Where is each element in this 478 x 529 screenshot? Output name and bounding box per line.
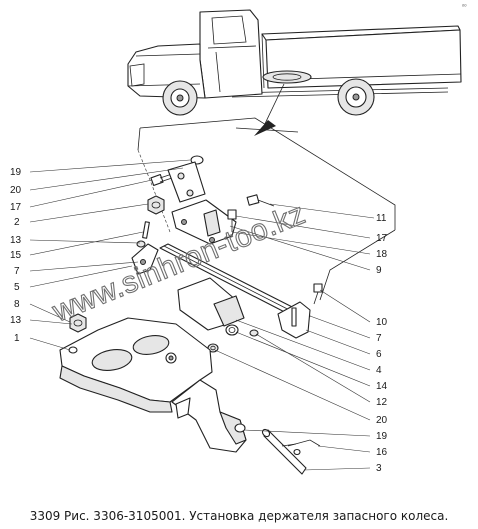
location-arrow-icon — [254, 120, 276, 136]
truck-illustration — [127, 9, 462, 136]
callout-15: 15 — [10, 250, 22, 261]
leader-lines — [29, 159, 375, 471]
corner-mark: ᵒᵒ — [462, 4, 467, 10]
callout-8: 8 — [14, 299, 20, 310]
callout-18: 18 — [376, 249, 388, 260]
cab-window — [211, 15, 247, 45]
callout-19-right: 19 — [376, 431, 388, 442]
callout-5: 5 — [14, 282, 20, 293]
carrier-bracket-1 — [59, 317, 247, 453]
bolt-10 — [313, 283, 323, 305]
location-pointer-line — [261, 83, 285, 131]
callout-20-left: 20 — [10, 185, 22, 196]
callouts-left: 19 20 17 2 13 15 7 5 8 13 1 — [10, 167, 22, 344]
callout-4: 4 — [376, 365, 382, 376]
cab — [199, 9, 263, 99]
nut-2 — [147, 195, 165, 215]
callout-11: 11 — [376, 213, 387, 224]
washer-19-lower — [293, 448, 301, 456]
washer-12 — [249, 329, 259, 337]
callout-19-left: 19 — [10, 167, 22, 178]
spare-wheel — [262, 70, 312, 84]
center-bracket-18 — [171, 199, 237, 245]
spare-wheel-holder-assembly — [59, 155, 323, 475]
callout-7-left: 7 — [14, 266, 20, 277]
bushing-14 — [225, 324, 239, 336]
lever-7-left — [131, 243, 159, 275]
washer-13-upper — [136, 240, 146, 248]
callout-7-right: 7 — [376, 333, 382, 344]
callout-10: 10 — [376, 317, 388, 328]
callout-6: 6 — [376, 349, 382, 360]
callout-2: 2 — [14, 217, 20, 228]
bolt-11 — [246, 194, 275, 207]
pin-15 — [142, 221, 150, 239]
cargo-body-side — [265, 29, 462, 89]
callout-16: 16 — [376, 447, 388, 458]
callout-9: 9 — [376, 265, 382, 276]
callout-17-left: 17 — [10, 202, 22, 213]
cotter-pin-16 — [287, 439, 321, 447]
callout-3: 3 — [376, 463, 382, 474]
callout-13-lower: 13 — [10, 315, 22, 326]
frame-section — [137, 117, 396, 301]
pin-7-right — [291, 307, 297, 327]
cutout-right — [132, 335, 170, 355]
callout-20-right: 20 — [376, 415, 388, 426]
callout-17-right: 17 — [376, 233, 388, 244]
callout-14: 14 — [376, 381, 388, 392]
nut-8 — [69, 313, 87, 333]
cutout-left — [91, 349, 133, 371]
figure-caption: 3309 Рис. 3306-3105001. Установка держат… — [30, 509, 449, 523]
callout-12: 12 — [376, 397, 388, 408]
upper-bracket-plate — [167, 161, 206, 203]
callout-1: 1 — [14, 333, 20, 344]
frame-outline — [139, 117, 396, 230]
bolt-17-right — [227, 209, 237, 232]
callouts-right: 11 17 18 9 10 7 6 4 14 12 20 19 16 3 — [376, 213, 388, 474]
grille — [129, 63, 145, 87]
callout-13-upper: 13 — [10, 235, 22, 246]
